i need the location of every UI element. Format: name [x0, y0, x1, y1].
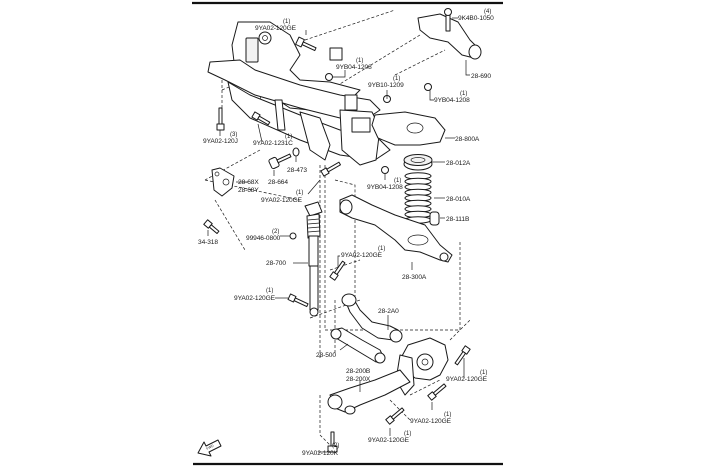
- label-bolt-shock-bottom: 9YA02-120GE: [234, 295, 276, 302]
- label-lower-arm-bolt: 9YA02-120GE: [341, 252, 383, 259]
- label-lower-arm: 28-300A: [402, 274, 427, 281]
- qty-bolt-left-vert: (3): [230, 132, 237, 138]
- label-nut-top: 9YB04-1208: [336, 64, 372, 71]
- qty-nut-center: (1): [394, 178, 401, 184]
- label-washer: 28-473: [287, 167, 307, 174]
- bump-stop: [429, 211, 440, 226]
- part-labels: (1) 9YA02-120GE (1) 9YB04-1208 (4) 9K4B0…: [198, 9, 494, 457]
- coil-spring: [404, 172, 432, 224]
- trailing-arm: [327, 369, 411, 415]
- label-bolt-left-vert: 9YA02-120J: [203, 138, 238, 145]
- toe-link: [330, 327, 386, 364]
- label-toe-link: 28-500: [316, 352, 336, 359]
- label-bracket-left-y: 28-68Y: [238, 187, 259, 194]
- label-bolt-shock-top: 9YA02-120GE: [261, 197, 303, 204]
- label-nut-right: 9YB04-1208: [434, 97, 470, 104]
- qty-bolt-bottom: (2): [332, 443, 339, 449]
- rear-subframe: [207, 21, 391, 166]
- upper-arm: [341, 293, 403, 343]
- label-nut-center: 9YB04-1208: [367, 184, 403, 191]
- qty-bolt-shock-bottom: (1): [266, 288, 273, 294]
- leader-lines: [207, 17, 470, 453]
- front-label: FWD: [206, 443, 215, 450]
- label-spring-insulator: 28-012A: [446, 160, 471, 167]
- lower-arm: [339, 194, 453, 263]
- label-cam-bolt: 28-664: [268, 179, 288, 186]
- label-shock: 28-700: [266, 260, 286, 267]
- label-trailing-arm-x: 28-200X: [346, 376, 371, 383]
- label-bump-stop: 28-111B: [446, 216, 470, 223]
- qty-bolt-knuckle-right: (1): [480, 370, 487, 376]
- shock-absorber: [304, 201, 323, 317]
- qty-lower-arm-bolt: (1): [378, 246, 385, 252]
- label-shock-nut: 99946-0800: [246, 235, 281, 242]
- label-bolt-34-318: 34-318: [198, 239, 218, 246]
- qty-nut-right: (1): [460, 91, 467, 97]
- qty-shock-nut: (2): [272, 229, 279, 235]
- label-bolt-knuckle-top: 9K4B0-1050: [458, 15, 494, 22]
- fasteners: [203, 36, 471, 453]
- upper-spring-seat: [371, 83, 446, 146]
- label-bolt-trailing-mid: 9YA02-120GE: [368, 437, 410, 444]
- label-bolt-bottom: 9YA02-120K: [302, 450, 339, 457]
- label-bracket-left-x: 28-68X: [238, 179, 259, 186]
- qty-bolt-left-diag: (1): [285, 134, 292, 140]
- front-arrow-icon: FWD: [197, 439, 222, 457]
- qty-bolt-knuckle-top: (4): [484, 9, 491, 15]
- qty-bolt-shock-top: (1): [296, 190, 303, 196]
- label-bolt-trailing-right: 9YA02-120GE: [410, 418, 452, 425]
- label-trailing-arm-b: 28-200B: [346, 368, 371, 375]
- qty-bolt-trailing-right: (1): [444, 412, 451, 418]
- bracket-28-690: [417, 8, 482, 60]
- left-bracket: [211, 167, 235, 197]
- label-bolt-knuckle-right: 9YA02-120GE: [446, 376, 488, 383]
- qty-nut-top: (1): [356, 58, 363, 64]
- label-nut-9yb10: 9YB10-1209: [368, 82, 404, 89]
- qty-bolt-top: (1): [283, 19, 290, 25]
- label-spring: 28-010A: [446, 196, 471, 203]
- spring-insulator: [403, 154, 433, 171]
- qty-bolt-trailing-mid: (1): [404, 431, 411, 437]
- label-spring-seat-upper: 28-800A: [455, 136, 480, 143]
- rear-knuckle: [395, 337, 449, 396]
- qty-nut-9yb10: (1): [393, 76, 400, 82]
- label-upper-arm: 28-2A0: [378, 308, 399, 315]
- label-bolt-top: 9YA02-120GE: [255, 25, 297, 32]
- label-bracket-28-690: 28-690: [471, 73, 491, 80]
- label-bolt-left-diag: 9YA02-1231C: [253, 140, 293, 147]
